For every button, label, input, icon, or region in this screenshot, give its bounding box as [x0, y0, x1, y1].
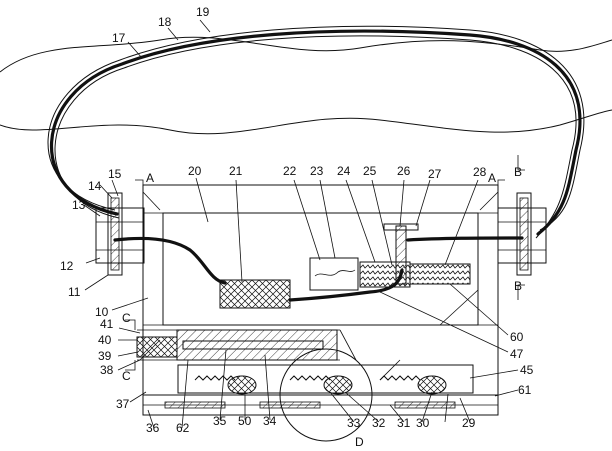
section-a-left: A [146, 171, 154, 185]
label-60: 60 [510, 330, 524, 344]
right-connector-plate [516, 192, 532, 276]
label-12: 12 [60, 259, 74, 273]
section-mark-c-bottom [125, 360, 136, 371]
section-mark-c-top [125, 319, 136, 330]
section-mark-b-bottom [517, 284, 525, 300]
label-39: 39 [98, 349, 112, 363]
section-c-top: C [122, 311, 131, 325]
internal-wire-3 [406, 236, 524, 242]
label-61: 61 [518, 383, 532, 397]
label-19: 19 [196, 5, 210, 19]
lower-line [339, 329, 357, 361]
label-50: 50 [238, 414, 252, 428]
label-37: 37 [116, 397, 130, 411]
label-33: 33 [347, 416, 361, 430]
label-28: 28 [473, 165, 487, 179]
limb-outline-bottom [0, 109, 612, 135]
label-20: 20 [188, 164, 202, 178]
label-11: 11 [68, 285, 81, 299]
component-26 [395, 225, 407, 285]
base-strip-3 [394, 401, 456, 409]
bottom-chamber [177, 364, 474, 394]
part-labels: 17 18 19 14 15 13 12 11 10 20 21 22 23 2… [60, 5, 534, 449]
component-28 [409, 263, 471, 285]
pad-3 [417, 375, 447, 395]
label-26: 26 [397, 164, 411, 178]
label-47: 47 [510, 347, 524, 361]
corner-stroke [142, 191, 161, 211]
label-40: 40 [98, 333, 112, 347]
label-23: 23 [310, 164, 324, 178]
label-36: 36 [146, 421, 160, 435]
label-14: 14 [88, 179, 102, 193]
label-45: 45 [520, 363, 534, 377]
strap-core [50, 29, 582, 236]
signal-wave [314, 269, 356, 277]
limb-outline-top [0, 36, 612, 73]
label-30: 30 [416, 416, 430, 430]
left-connector-plate [107, 192, 123, 276]
lower-block-40 [136, 336, 178, 358]
section-mark-b-top [517, 155, 525, 171]
lower-bar-35 [182, 340, 324, 350]
label-25: 25 [363, 164, 377, 178]
label-24: 24 [337, 164, 351, 178]
label-13: 13 [72, 198, 86, 212]
component-23 [309, 257, 359, 291]
label-29: 29 [462, 416, 476, 430]
label-41: 41 [100, 317, 114, 331]
label-22: 22 [283, 164, 297, 178]
base-strip-1 [164, 401, 226, 409]
section-b-top: B [514, 165, 522, 179]
left-connector-flange [95, 207, 145, 264]
label-35: 35 [213, 414, 227, 428]
label-10: 10 [95, 305, 109, 319]
detail-circle-d [279, 348, 373, 442]
section-mark-a-left [135, 179, 144, 188]
section-mark-a-right [497, 179, 505, 188]
component-27 [383, 223, 419, 231]
section-a-right: A [488, 171, 496, 185]
leader-lines [83, 19, 519, 429]
label-15: 15 [108, 167, 122, 181]
spring-2 [289, 375, 331, 381]
housing-inner [162, 212, 479, 326]
corner-stroke [439, 289, 479, 326]
label-34: 34 [263, 414, 277, 428]
section-c-bottom: C [122, 369, 131, 383]
component-21 [219, 279, 291, 309]
label-62: 62 [176, 421, 190, 435]
right-connector-core [519, 197, 529, 271]
section-d: D [355, 435, 364, 449]
label-17: 17 [112, 31, 126, 45]
label-18: 18 [158, 15, 172, 29]
label-27: 27 [428, 167, 442, 181]
pad-2 [323, 375, 353, 395]
lower-plate-62 [176, 329, 338, 361]
pad-1 [227, 375, 257, 395]
internal-wire [113, 236, 227, 285]
spring-3 [379, 375, 421, 381]
label-32: 32 [372, 416, 386, 430]
label-38: 38 [100, 363, 114, 377]
label-21: 21 [229, 164, 243, 178]
base-strip-2 [259, 401, 321, 409]
spring-1 [194, 375, 236, 381]
strap-outer [47, 25, 585, 231]
section-b-bottom: B [514, 279, 522, 293]
corner-stroke [479, 191, 499, 211]
strap-inner [54, 35, 577, 239]
left-connector-core [110, 197, 120, 271]
label-31: 31 [397, 416, 411, 430]
